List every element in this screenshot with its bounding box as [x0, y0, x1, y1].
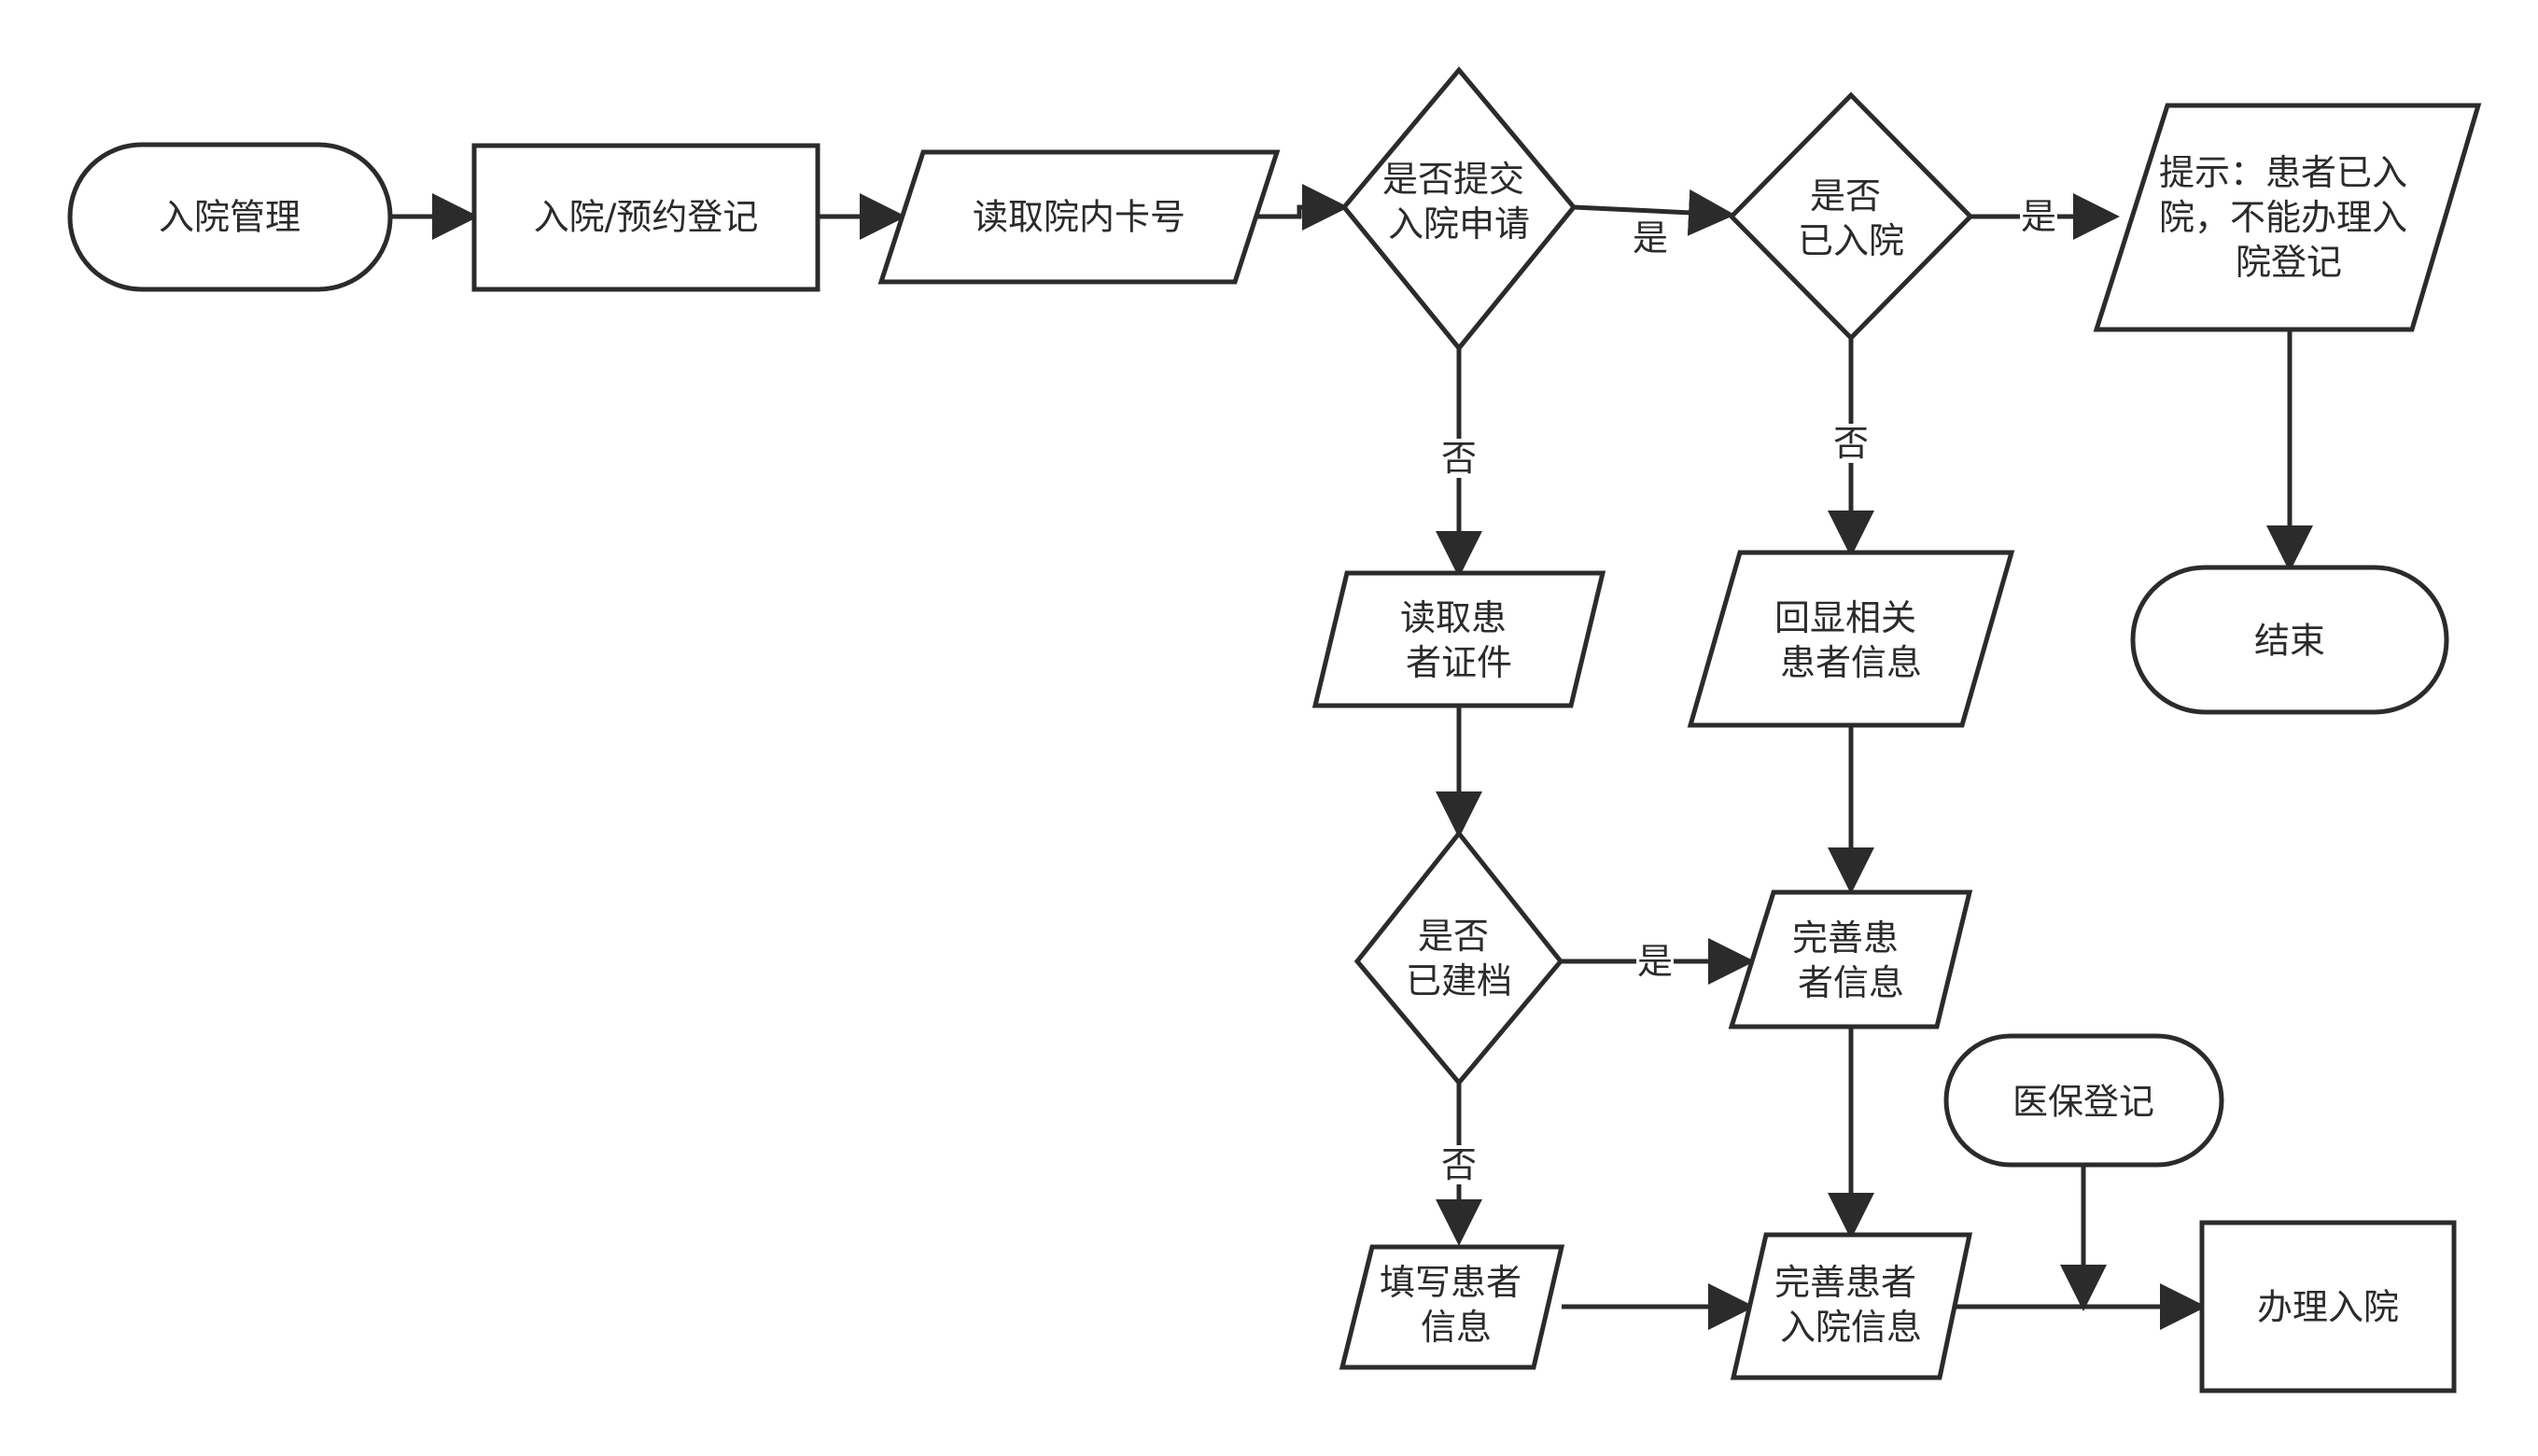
svg-text:是否提交 入院申请: 是否提交 入院申请: [1382, 159, 1535, 245]
label-record-no: 否: [1441, 1144, 1477, 1185]
node-complete-patient-info: 完善患 者信息: [1728, 889, 1973, 1029]
svg-text:读取院内卡号: 读取院内卡号: [973, 196, 1185, 237]
svg-text:是否 已建档: 是否 已建档: [1406, 916, 1512, 1001]
svg-text:入院/预约登记: 入院/预约登记: [534, 196, 759, 237]
node-insurance-registration: 医保登记: [1943, 1033, 2224, 1168]
edge-labels: 是 是 否 否 是 否: [1440, 196, 2057, 1185]
label-submitted-yes: 是: [1633, 217, 1668, 259]
node-already-admitted-decision: 是否 已入院: [1728, 91, 1974, 342]
edge-card-to-submitted: [1256, 184, 1349, 231]
node-admission-management: 入院管理: [67, 142, 393, 292]
node-handle-admission: 办理入院: [2199, 1220, 2457, 1393]
node-end: 结束: [2130, 565, 2449, 715]
node-has-record-decision: 是否 已建档: [1353, 829, 1564, 1086]
svg-text:读取患 者证件: 读取患 者证件: [1400, 597, 1518, 683]
svg-text:回显相关 患者信息: 回显相关 患者信息: [1774, 597, 1928, 683]
svg-text:办理入院: 办理入院: [2257, 1286, 2399, 1327]
node-fill-patient-info: 填写患者 信息: [1339, 1244, 1565, 1370]
node-submitted-request-decision: 是否提交 入院申请: [1340, 66, 1577, 352]
node-show-patient-info: 回显相关 患者信息: [1687, 550, 2015, 728]
svg-text:医保登记: 医保登记: [2012, 1081, 2154, 1122]
node-complete-admission-info: 完善患者 入院信息: [1730, 1232, 1973, 1380]
node-read-hospital-card: 读取院内卡号: [877, 149, 1281, 285]
label-record-yes: 是: [1637, 941, 1673, 982]
node-admission-booking: 入院/预约登记: [471, 143, 820, 292]
edge-submitted-yes: [1573, 189, 1735, 236]
svg-text:入院管理: 入院管理: [159, 196, 301, 237]
svg-text:完善患 者信息: 完善患 者信息: [1792, 917, 1910, 1003]
svg-text:是否 已入院: 是否 已入院: [1798, 175, 1904, 261]
node-already-admitted-prompt: 提示：患者已入 院，不能办理入 院登记: [2093, 103, 2482, 332]
label-submitted-no: 否: [1441, 438, 1477, 479]
svg-text:完善患者 入院信息: 完善患者 入院信息: [1774, 1262, 1928, 1348]
node-read-patient-id: 读取患 者证件: [1311, 570, 1606, 708]
label-admitted-no: 否: [1833, 423, 1869, 464]
svg-text:填写患者 信息: 填写患者 信息: [1380, 1262, 1533, 1348]
svg-text:提示：患者已入 院，不能办理入 院登: 提示：患者已入 院，不能办理入 院登记: [2159, 152, 2419, 283]
svg-text:结束: 结束: [2254, 620, 2325, 661]
label-admitted-yes: 是: [2021, 196, 2056, 237]
